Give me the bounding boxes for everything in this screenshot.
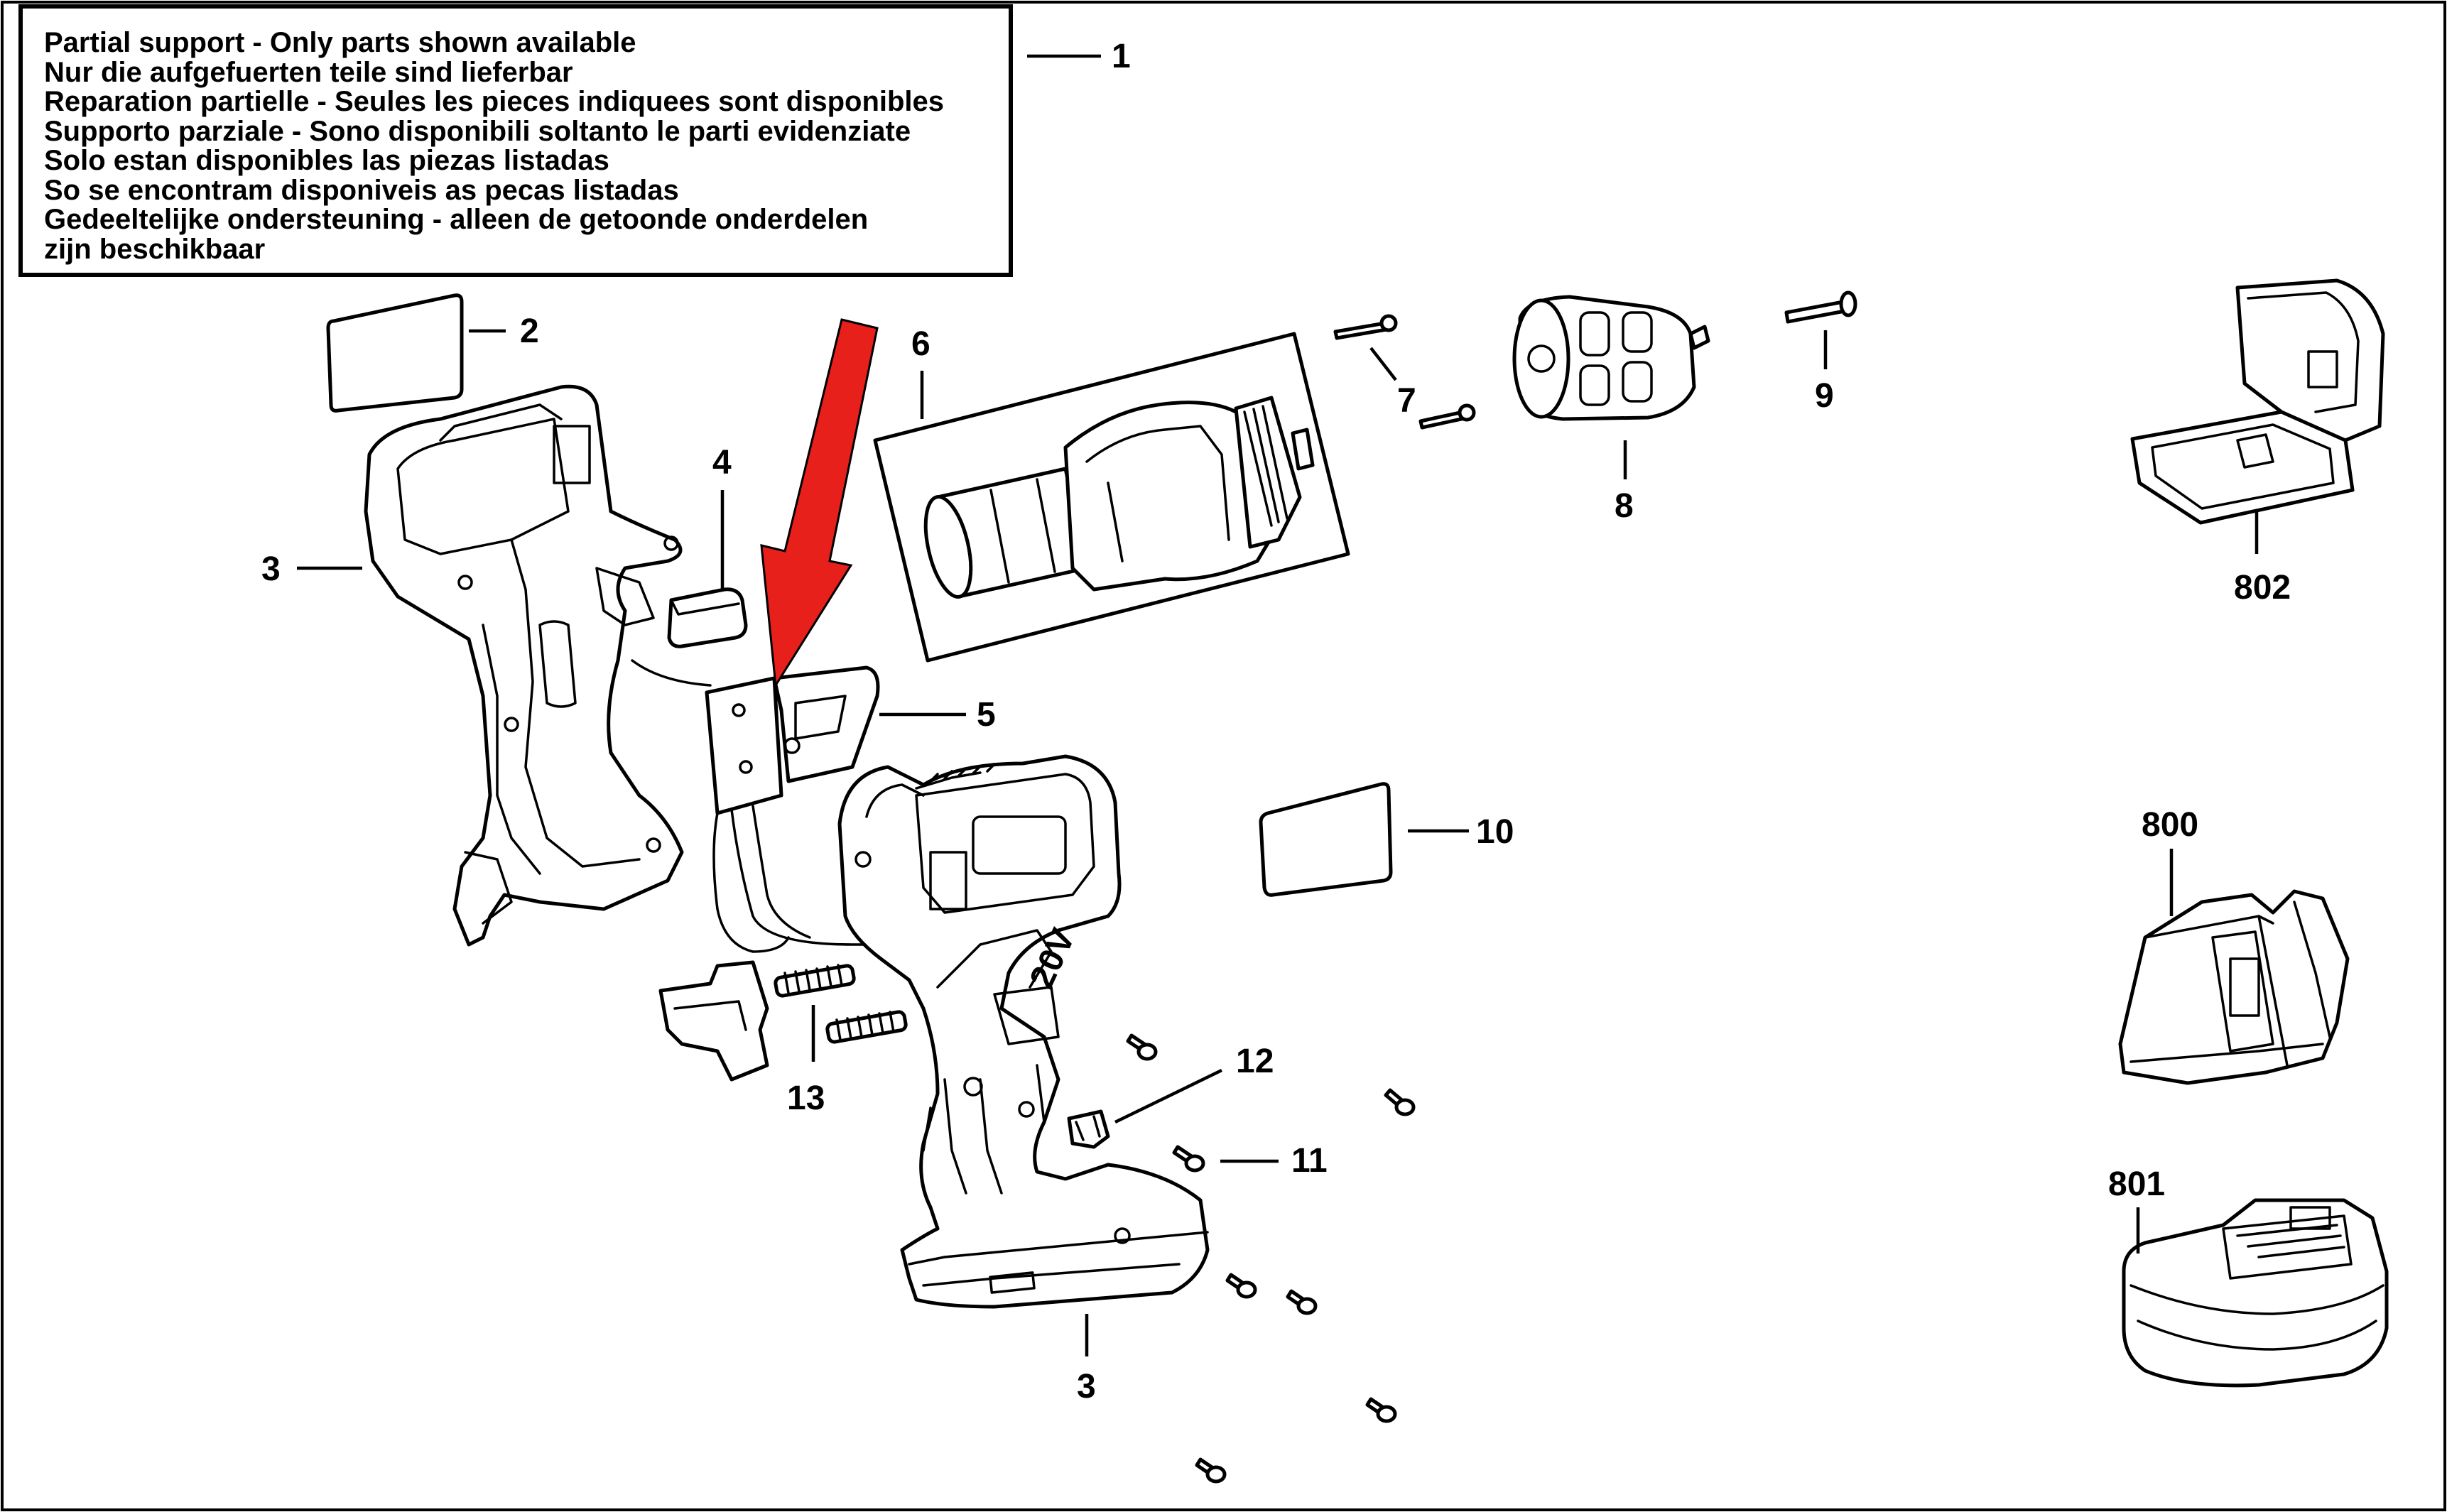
screw: [1225, 1273, 1257, 1299]
part-5-trigger-switch: [631, 659, 904, 1082]
callout-9: 9: [1815, 377, 1834, 415]
part-13-springs: [774, 964, 908, 1044]
part-3-left-housing-half: [364, 384, 684, 947]
part-3-right-housing-assembly: 20V: [837, 754, 1210, 1309]
part-8-keyless-chuck: [1512, 295, 1710, 421]
part-2-label-plate: [326, 293, 464, 413]
part-800-charger: [2118, 889, 2350, 1085]
callout-3-left: 3: [261, 550, 281, 588]
notice-line: Nur die aufgefuerten teile sind lieferba…: [44, 56, 573, 88]
callout-11: 11: [1291, 1142, 1328, 1180]
notice-line: Gedeeltelijke ondersteuning - alleen de …: [44, 204, 869, 235]
callout-8: 8: [1615, 487, 1634, 525]
callout-7: 7: [1397, 382, 1416, 420]
part-11-screws: [1126, 1033, 1416, 1484]
screw: [1365, 1397, 1397, 1423]
callout-801: 801: [2108, 1165, 2165, 1203]
notice-line: Supporto parziale - Sono disponibili sol…: [44, 115, 911, 147]
part-802-carry-case: [2130, 278, 2385, 525]
screw: [1286, 1289, 1318, 1315]
part-10-label-plate: [1259, 782, 1393, 897]
part-12-clip: [1067, 1109, 1110, 1149]
callout-2: 2: [520, 312, 539, 350]
callout-10: 10: [1476, 813, 1514, 851]
notice-line: So se encontram disponiveis as pecas lis…: [44, 174, 679, 206]
part-7-pins: [1333, 314, 1476, 430]
callout-3-bottom: 3: [1077, 1368, 1096, 1405]
leader-line-12: [1114, 1068, 1222, 1124]
screw: [1172, 1145, 1205, 1173]
callout-12: 12: [1236, 1043, 1274, 1080]
notice-line: Reparation partielle - Seules les pieces…: [44, 86, 945, 117]
notice-line: zijn beschikbaar: [44, 233, 266, 265]
callout-802: 802: [2234, 569, 2291, 607]
screw: [1195, 1457, 1227, 1484]
callout-13: 13: [787, 1079, 825, 1117]
leader-line-7: [1369, 347, 1397, 381]
partial-support-notice: Partial support - Only parts shown avail…: [18, 4, 1013, 277]
callout-6: 6: [911, 325, 930, 363]
callout-5: 5: [977, 696, 996, 734]
part-4-small-module: [667, 587, 748, 648]
part-801-battery-pack: [2122, 1198, 2389, 1388]
callout-1: 1: [1112, 38, 1131, 75]
callout-4: 4: [712, 444, 732, 482]
highlight-arrow: [760, 318, 879, 689]
part-6-motor-gearbox-assembly: [873, 332, 1350, 663]
screw: [1384, 1088, 1416, 1116]
part-9-screw: [1784, 290, 1857, 324]
notice-line: Solo estan disponibles las piezas listad…: [44, 145, 609, 176]
notice-line: Partial support - Only parts shown avail…: [44, 27, 636, 58]
callout-800: 800: [2142, 806, 2198, 844]
screw: [1126, 1033, 1158, 1061]
